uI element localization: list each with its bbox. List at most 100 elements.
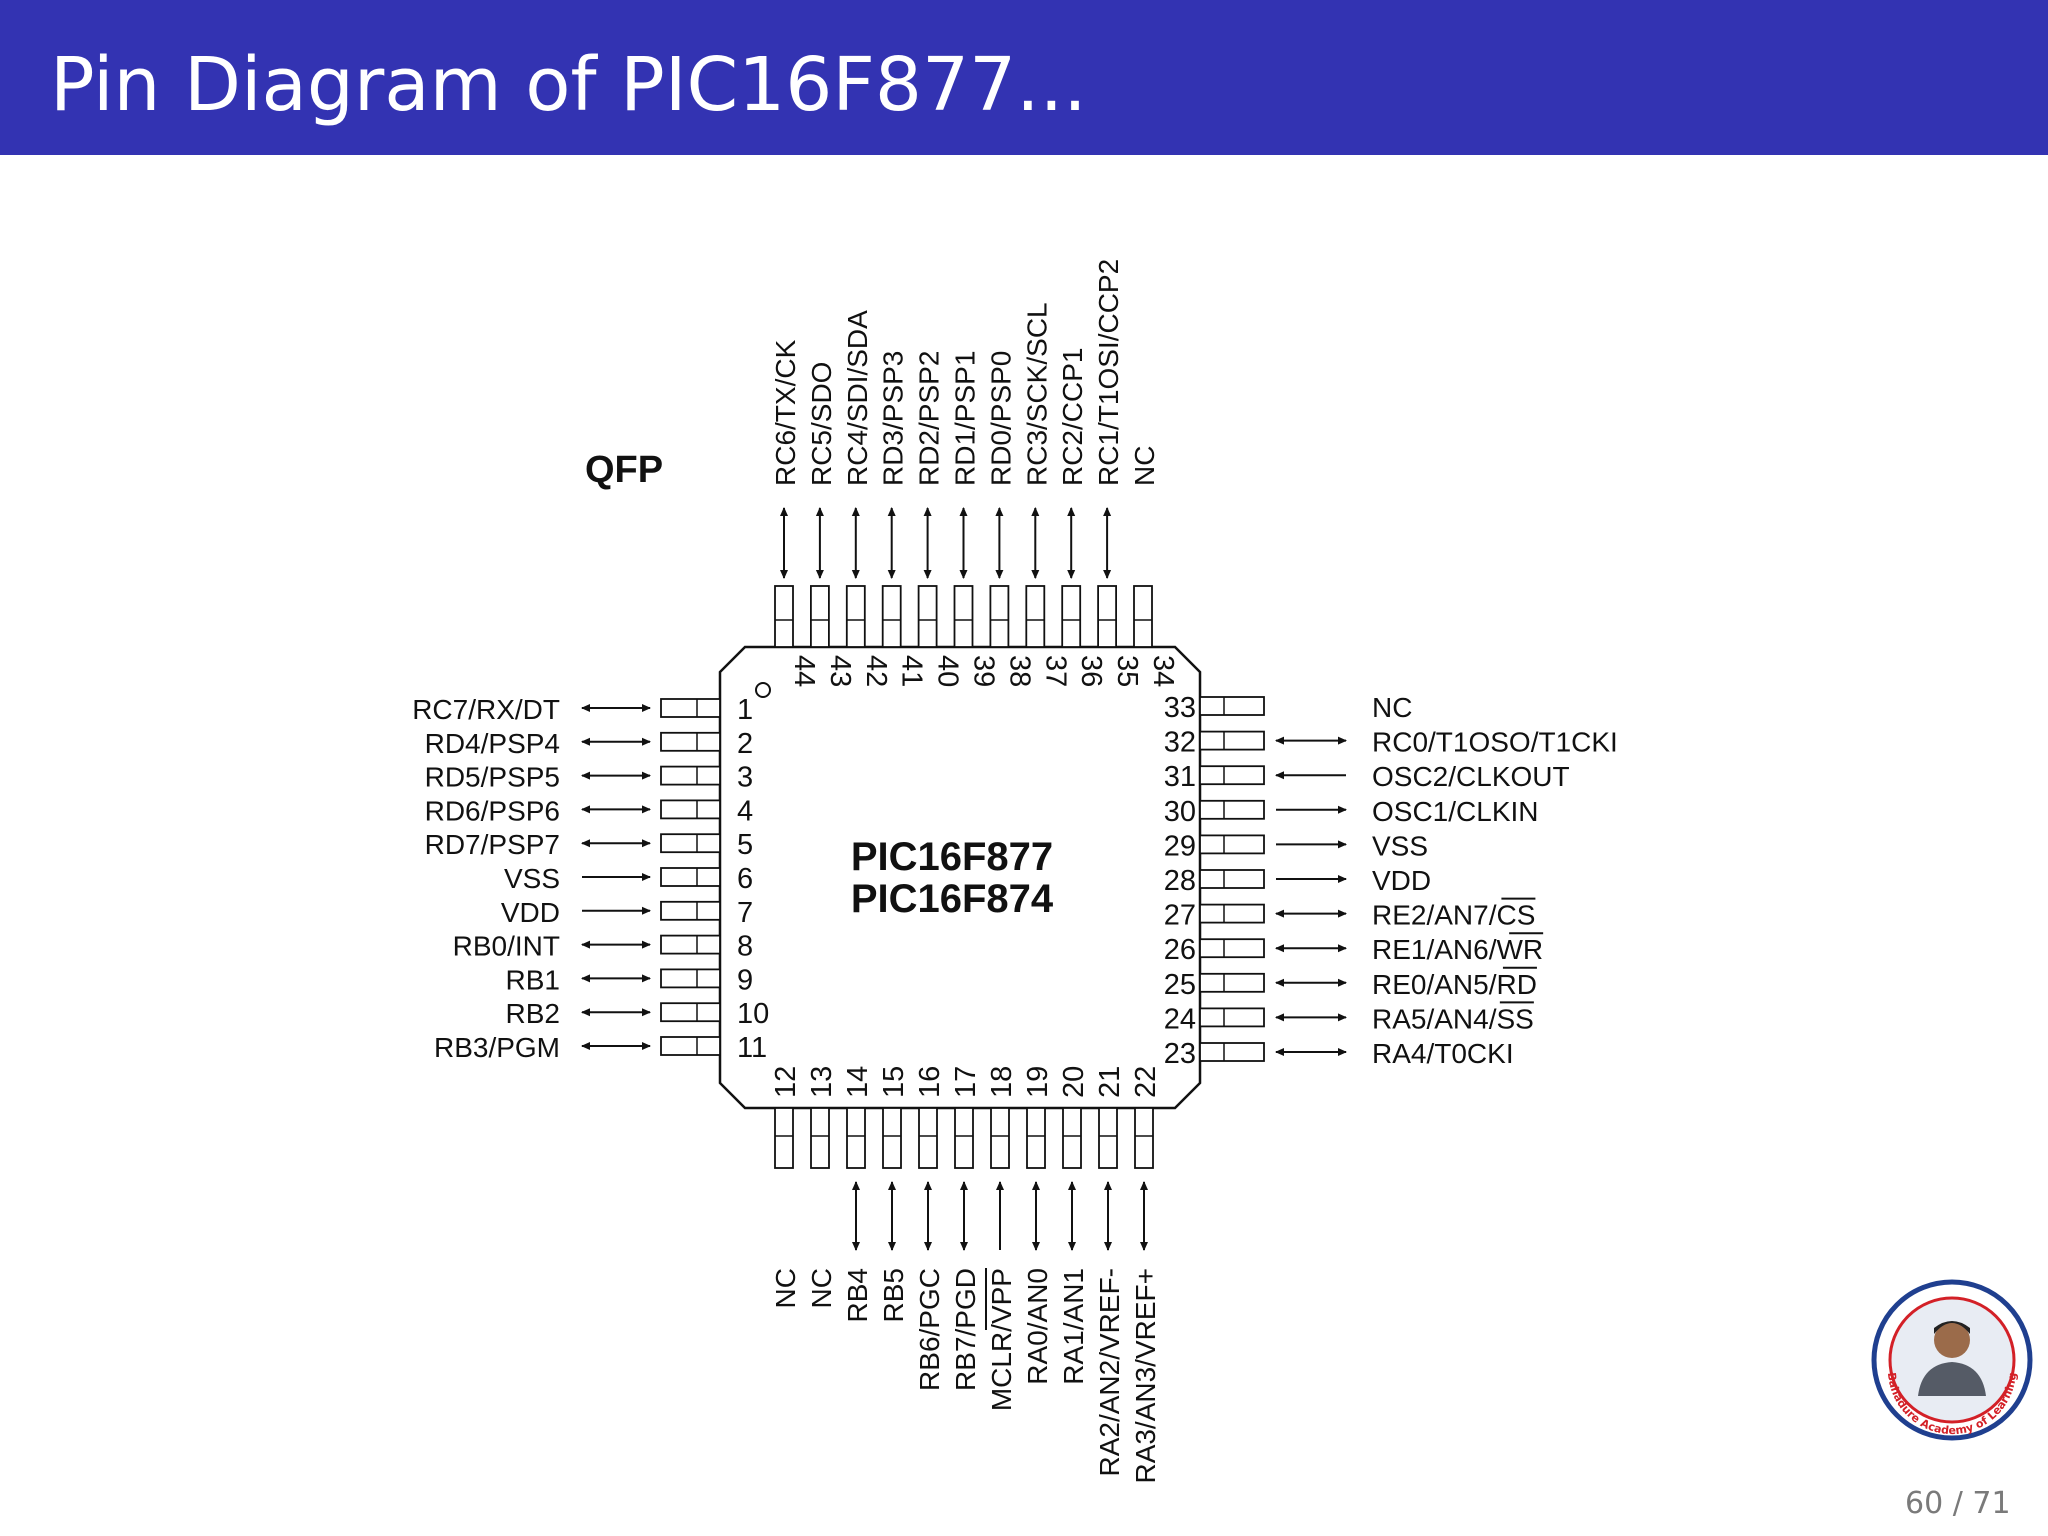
pin-number-top: 40 (932, 655, 964, 687)
pin-label-top: RD1/PSP1 (950, 351, 981, 486)
pin-label-bottom: MCLR/VPP (986, 1268, 1017, 1411)
pin-label-right: OSC2/CLKOUT (1372, 761, 1570, 792)
pin-label-right: RC0/T1OSO/T1CKI (1372, 727, 1618, 758)
pin-label-left: RD4/PSP4 (425, 728, 560, 759)
pin-number-top: 35 (1111, 655, 1143, 687)
pin-label-left: RC7/RX/DT (412, 694, 560, 725)
pin-number-top: 39 (968, 655, 1000, 687)
pin-pad-right (1199, 1007, 1265, 1028)
pin-number-top: 36 (1075, 655, 1107, 687)
pin-label-top: RC2/CCP1 (1057, 348, 1088, 486)
pin-pad-top (1133, 585, 1153, 648)
pin-label-right: OSC1/CLKIN (1372, 796, 1539, 827)
slide-title: Pin Diagram of PIC16F877... (50, 42, 1087, 128)
package-label: QFP (585, 449, 663, 491)
pin-pad-right (1199, 869, 1265, 889)
pin-pad-top (989, 585, 1010, 648)
pin-number-left: 1 (737, 694, 753, 726)
pin-label-right: RE1/AN6/WR (1372, 934, 1543, 965)
pins-layer: 1RC7/RX/DT2RD4/PSP43RD5/PSP54RD6/PSP65RD… (412, 259, 1618, 1484)
pin-pad-top (1061, 585, 1082, 648)
pin-pad-right (1199, 972, 1265, 993)
pin-pad-right (1199, 799, 1265, 820)
pin-label-bottom: RB4 (842, 1268, 873, 1322)
pin-number-left: 4 (737, 795, 753, 827)
pin-number-right: 28 (1164, 865, 1196, 897)
pin-number-left: 6 (737, 863, 753, 895)
pin-pad-bottom (774, 1107, 794, 1169)
pin-label-right: NC (1372, 692, 1412, 723)
pin-number-right: 25 (1164, 969, 1196, 1001)
pin-number-bottom: 12 (770, 1066, 802, 1098)
pin-number-bottom: 19 (1022, 1066, 1054, 1098)
pin-pad-top (845, 585, 866, 648)
pin-label-top: RC3/SCK/SCL (1021, 302, 1052, 486)
pin-label-top: RD0/PSP0 (985, 351, 1016, 486)
pin-pad-right (1199, 765, 1265, 786)
pin-pad-left (660, 1002, 721, 1023)
pin-label-bottom: NC (806, 1268, 837, 1308)
pin-label-bottom: RA1/AN1 (1058, 1268, 1089, 1385)
pin-pad-top (953, 585, 974, 648)
pin-number-right: 33 (1164, 692, 1196, 724)
pin-number-right: 24 (1164, 1003, 1196, 1035)
pin-number-right: 26 (1164, 934, 1196, 966)
pin-label-top: RD2/PSP2 (914, 351, 945, 486)
pin-pad-top (1097, 585, 1117, 648)
pin-number-right: 32 (1164, 727, 1196, 759)
pin-label-top: NC (1129, 446, 1160, 486)
pin-number-left: 9 (737, 964, 753, 996)
pin-pad-left (660, 731, 721, 752)
pin-label-right: RE2/AN7/CS (1372, 900, 1535, 931)
pin-number-bottom: 13 (806, 1066, 838, 1098)
pin-pad-right (1199, 834, 1265, 855)
pin-pad-bottom (990, 1107, 1010, 1169)
pin-number-bottom: 14 (842, 1066, 874, 1098)
pin1-marker (755, 682, 771, 698)
pin-label-top: RC5/SDO (806, 362, 837, 486)
pin-number-right: 31 (1164, 761, 1196, 793)
pin-pad-top (881, 585, 902, 648)
author-logo: Bahadure Academy of Learning (1871, 1279, 2033, 1441)
pin-label-left: RB1 (506, 964, 560, 995)
pin-label-left: VSS (504, 863, 560, 894)
pin-pad-top (810, 585, 830, 648)
pin-label-bottom: NC (770, 1268, 801, 1308)
pin-label-bottom: RB7/PGD (950, 1268, 981, 1391)
person-head (1934, 1322, 1970, 1358)
pin-label-bottom: RB5 (878, 1268, 909, 1322)
pin-number-bottom: 18 (986, 1066, 1018, 1098)
pin-pad-top (774, 585, 794, 648)
pin-number-right: 30 (1164, 796, 1196, 828)
pin-pad-left (660, 1036, 721, 1056)
pin-number-bottom: 15 (878, 1066, 910, 1098)
pin-label-left: RB3/PGM (434, 1032, 560, 1063)
pin-number-left: 7 (737, 897, 753, 929)
slide-header: Pin Diagram of PIC16F877... (0, 0, 2048, 155)
pin-pad-bottom (1098, 1107, 1118, 1169)
pin-pad-left (660, 968, 721, 989)
pin-label-left: RD5/PSP5 (425, 762, 560, 793)
pin-label-top: RC1/T1OSI/CCP2 (1093, 259, 1124, 486)
pin-pad-bottom (954, 1107, 974, 1169)
person-hair (1934, 1321, 1970, 1334)
pin-pad-bottom (1134, 1107, 1154, 1169)
pin-pad-right (1199, 696, 1265, 716)
pin-pad-left (660, 765, 721, 786)
pin-pad-right (1199, 938, 1265, 959)
pin-number-bottom: 20 (1058, 1066, 1090, 1098)
pin-pad-top (917, 585, 938, 648)
page-number: 60 / 71 (1905, 1486, 2011, 1521)
pin-pad-bottom (918, 1107, 938, 1169)
pin-label-bottom: RA2/AN2/VREF- (1094, 1268, 1125, 1477)
pin-number-left: 11 (737, 1032, 767, 1064)
pin-pad-top (1025, 585, 1046, 648)
pin-pad-right (1199, 903, 1265, 924)
pin-label-top: RC6/TX/CK (770, 339, 801, 486)
pin-label-left: RB0/INT (453, 931, 560, 962)
pin-pad-bottom (846, 1107, 866, 1169)
pin-pad-right (1199, 730, 1265, 751)
chip-name-1: PIC16F877 (851, 835, 1053, 879)
pin-number-left: 2 (737, 728, 753, 760)
